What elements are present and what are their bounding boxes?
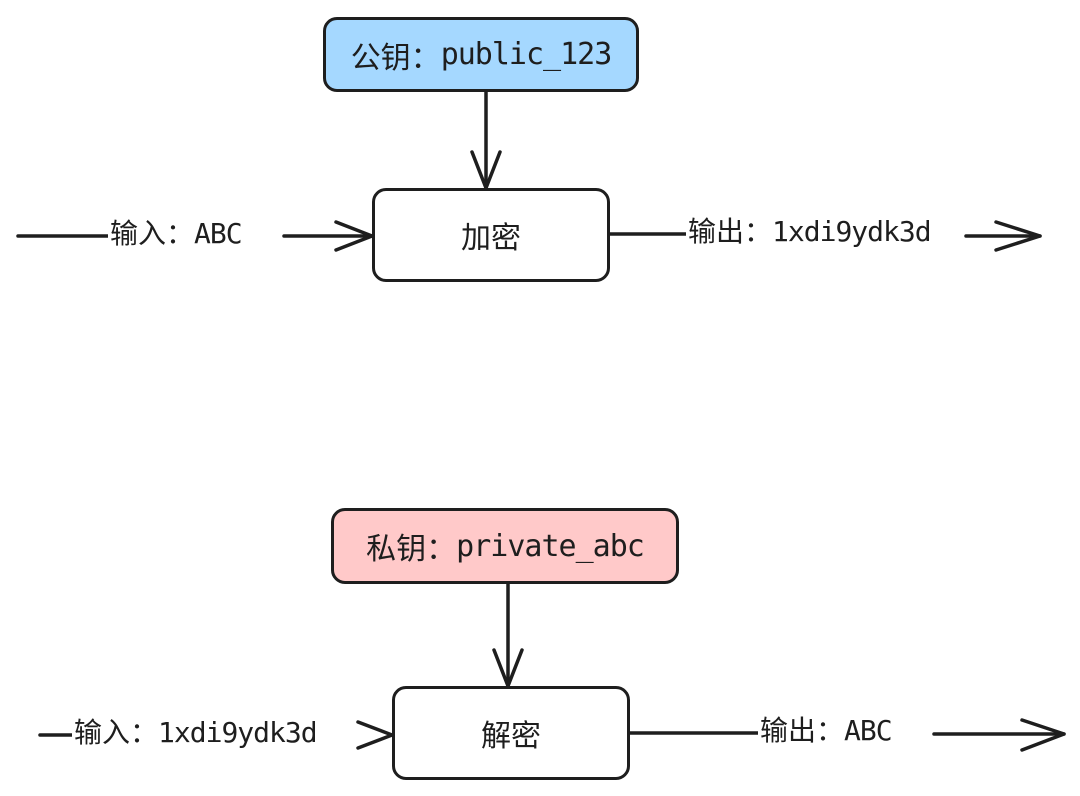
decrypt-output-arrowhead xyxy=(1020,718,1066,752)
public-key-label: 公钥： xyxy=(350,40,441,76)
decrypt-process-box[interactable]: 解密 xyxy=(392,686,630,780)
decrypt-output-value: ABC xyxy=(844,714,893,747)
encrypt-input-caption: 输入： xyxy=(110,217,195,250)
public-key-value: public_123 xyxy=(440,37,613,72)
decrypt-process-label: 解密 xyxy=(481,719,541,754)
private-key-value: private_abc xyxy=(456,528,645,564)
decrypt-output-caption: 输出： xyxy=(760,714,845,747)
encrypt-output-value: 1xdi9ydk3d xyxy=(772,215,932,248)
decrypt-input-caption: 输入： xyxy=(74,716,159,749)
decrypt-output-label: 输出：ABC xyxy=(758,714,894,748)
decrypt-input-value: 1xdi9ydk3d xyxy=(158,716,318,749)
encrypt-output-caption: 输出： xyxy=(688,215,773,248)
encrypt-output-arrowhead xyxy=(994,220,1042,252)
encrypt-process-box[interactable]: 加密 xyxy=(372,188,610,282)
encrypt-input-value: ABC xyxy=(194,217,243,250)
decrypt-input-label: 输入：1xdi9ydk3d xyxy=(72,716,319,750)
encrypt-output-label: 输出：1xdi9ydk3d xyxy=(686,215,933,249)
public-key-box[interactable]: 公钥： public_123 xyxy=(323,17,639,92)
encrypt-process-label: 加密 xyxy=(461,221,521,256)
private-key-box[interactable]: 私钥： private_abc xyxy=(331,508,679,584)
decrypt-input-arrowhead xyxy=(356,720,394,750)
private-key-label: 私钥： xyxy=(366,532,457,567)
encrypt-input-label: 输入：ABC xyxy=(108,217,244,251)
